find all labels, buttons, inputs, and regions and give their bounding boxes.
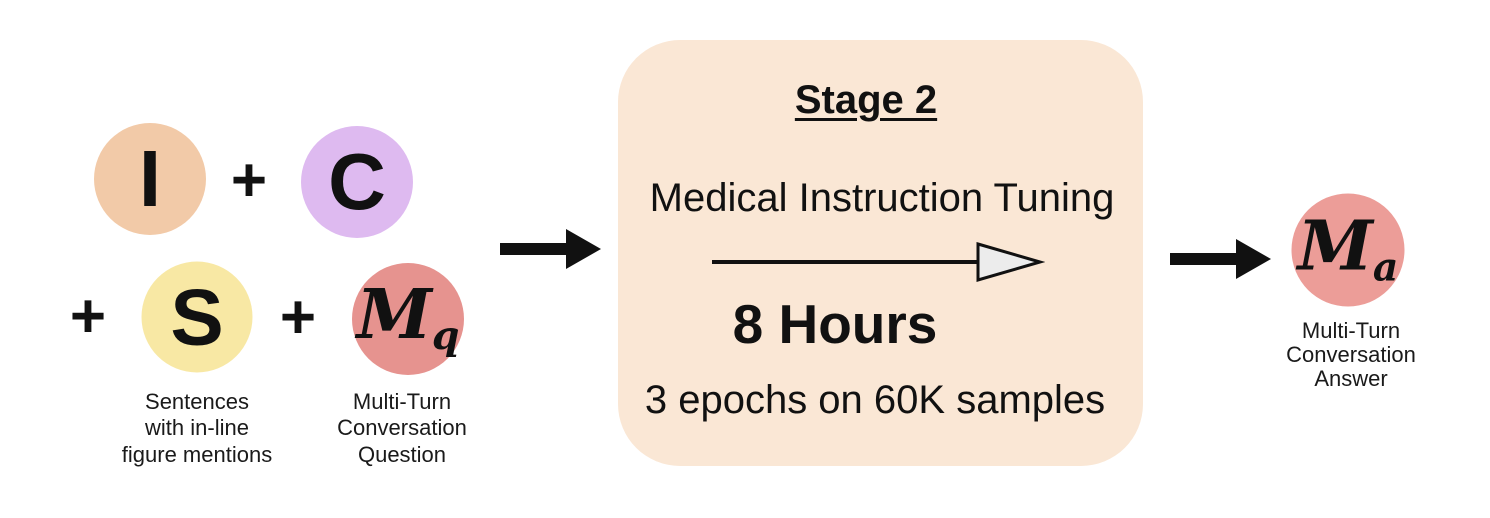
stage2-duration: 8 Hours: [732, 293, 938, 355]
training-progress-arrow-icon: [712, 242, 1045, 282]
flow-arrow-left-icon: [500, 229, 601, 269]
caption-answer: Multi-Turn Conversation Answer: [1286, 318, 1416, 392]
input-node-context-letter: C: [328, 137, 386, 226]
plus-sign: +: [230, 146, 268, 215]
input-node-question: Mq: [352, 263, 464, 375]
caption-sentences: Sentences with in-line figure mentions: [121, 389, 273, 467]
stage2-details: 3 epochs on 60K samples: [644, 378, 1106, 422]
caption-question: Multi-Turn Conversation Question: [337, 389, 467, 467]
input-node-image: I: [94, 123, 206, 235]
question-subscript: q: [431, 313, 460, 360]
output-node-answer-letter: Ma: [1297, 206, 1399, 291]
plus-sign: +: [279, 283, 317, 352]
answer-subscript: a: [1372, 244, 1399, 291]
input-node-sentences-letter: S: [170, 272, 224, 361]
stage2-title: Stage 2: [794, 78, 938, 122]
stage2-name: Medical Instruction Tuning: [649, 176, 1115, 220]
input-node-sentences: S: [141, 261, 253, 373]
flow-arrow-right-icon: [1170, 239, 1271, 279]
input-node-question-letter: Mq: [356, 275, 460, 360]
stage2-box: Stage 2 Medical Instruction Tuning 8 Hou…: [618, 40, 1143, 466]
input-node-context: C: [301, 126, 413, 238]
output-node-answer: Ma: [1291, 193, 1405, 307]
plus-sign: +: [69, 282, 107, 351]
input-node-image-letter: I: [138, 134, 162, 223]
